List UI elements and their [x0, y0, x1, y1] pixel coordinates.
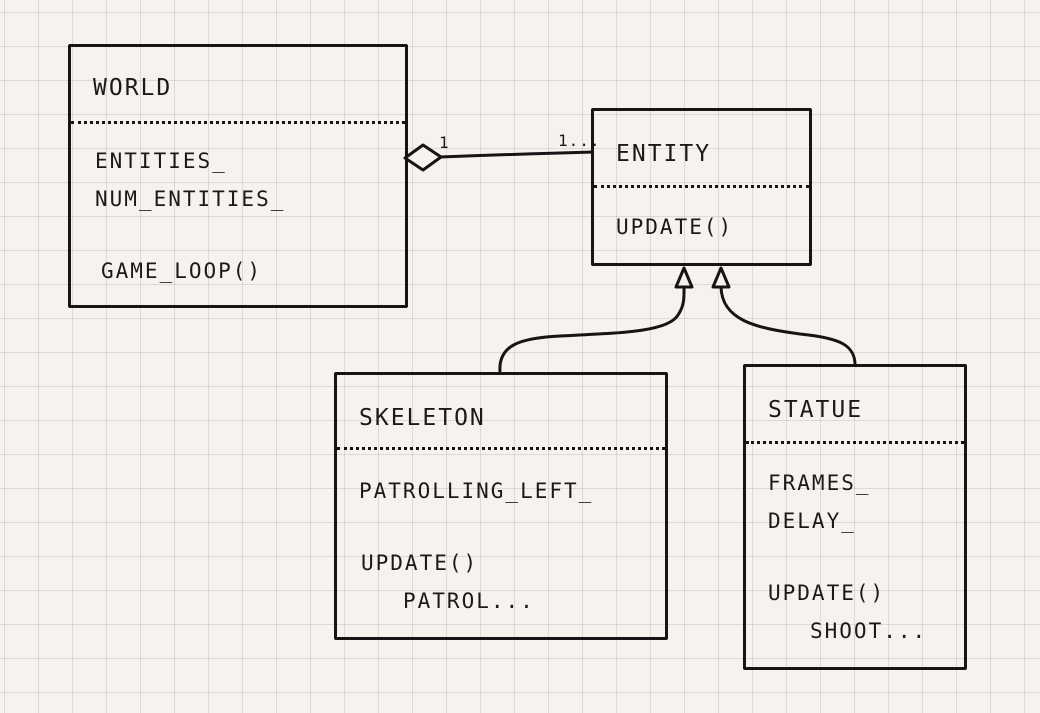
- multiplicity-entity: 1...: [558, 131, 601, 150]
- class-world-title: WORLD: [93, 75, 173, 101]
- statue-inheritance-line: [719, 286, 857, 368]
- class-skeleton-method: UPDATE(): [361, 551, 479, 575]
- class-skeleton-attribute: PATROLLING_LEFT_: [359, 479, 594, 503]
- class-world-attribute: ENTITIES_: [95, 149, 227, 173]
- class-statue-method: UPDATE(): [768, 581, 886, 605]
- class-skeleton-title: SKELETON: [359, 405, 486, 431]
- class-statue-method: SHOOT...: [810, 619, 928, 643]
- class-statue-attribute: FRAMES_: [768, 471, 871, 495]
- statue-inheritance-arrow: [711, 266, 731, 289]
- multiplicity-world: 1: [439, 133, 450, 152]
- class-statue-separator: [746, 441, 964, 444]
- class-entity: ENTITY UPDATE(): [591, 108, 812, 266]
- aggregation-diamond: [403, 143, 443, 172]
- aggregation-line: [439, 150, 595, 159]
- class-statue-attribute: DELAY_: [768, 509, 856, 533]
- class-statue: STATUE FRAMES_ DELAY_ UPDATE() SHOOT...: [743, 364, 967, 670]
- class-entity-method: UPDATE(): [616, 215, 734, 239]
- class-skeleton: SKELETON PATROLLING_LEFT_ UPDATE() PATRO…: [334, 372, 668, 640]
- class-statue-title: STATUE: [768, 397, 864, 423]
- class-skeleton-method: PATROL...: [403, 589, 535, 613]
- class-skeleton-separator: [337, 447, 665, 450]
- class-world: WORLD ENTITIES_ NUM_ENTITIES_ GAME_LOOP(…: [68, 44, 408, 308]
- class-world-attribute: NUM_ENTITIES_: [95, 187, 286, 211]
- class-entity-separator: [594, 185, 809, 188]
- skeleton-inheritance-line: [498, 286, 686, 373]
- skeleton-inheritance-arrow: [674, 266, 694, 289]
- class-world-separator: [71, 121, 405, 124]
- class-entity-title: ENTITY: [616, 141, 712, 167]
- class-world-method: GAME_LOOP(): [101, 259, 263, 283]
